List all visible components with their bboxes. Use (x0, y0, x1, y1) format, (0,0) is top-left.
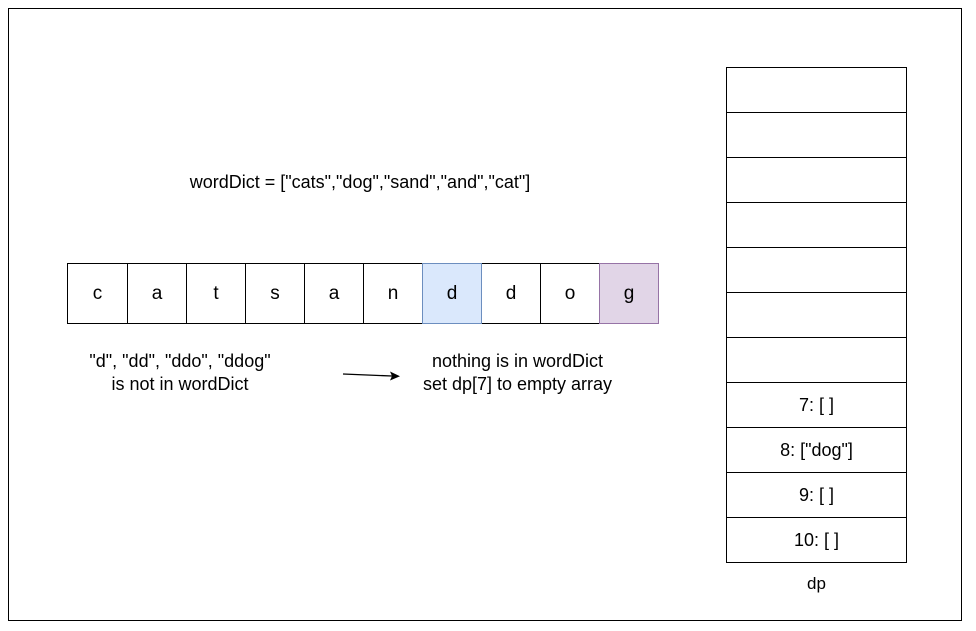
right-note-line-2: set dp[7] to empty array (422, 374, 613, 394)
diagram-frame (8, 8, 962, 621)
string-cell: o (540, 263, 600, 324)
string-cell: a (127, 263, 187, 324)
string-cell: g (599, 263, 659, 324)
string-cell: d (481, 263, 541, 324)
dp-row (726, 67, 907, 113)
dp-row: 8: ["dog"] (726, 427, 907, 473)
left-note-line-1: "d", "dd", "ddo", "ddog" (89, 351, 271, 371)
dp-row (726, 247, 907, 293)
dp-row: 9: [ ] (726, 472, 907, 518)
string-cell: a (304, 263, 364, 324)
dp-row (726, 292, 907, 338)
left-note: "d", "dd", "ddo", "ddog" is not in wordD… (50, 350, 310, 396)
arrow-right-icon (342, 371, 400, 381)
right-note: nothing is in wordDict set dp[7] to empt… (385, 350, 650, 396)
string-cell: s (245, 263, 305, 324)
string-cell: t (186, 263, 246, 324)
word-dict-label: wordDict = ["cats","dog","sand","and","c… (189, 172, 531, 192)
dp-row (726, 112, 907, 158)
dp-row (726, 337, 907, 383)
string-cell: c (67, 263, 128, 324)
dp-row (726, 202, 907, 248)
right-note-line-1: nothing is in wordDict (431, 351, 604, 371)
string-cell: d (422, 263, 482, 324)
dp-row: 10: [ ] (726, 517, 907, 563)
string-cell: n (363, 263, 423, 324)
left-note-line-2: is not in wordDict (111, 374, 249, 394)
dp-row: 7: [ ] (726, 382, 907, 428)
dp-label: dp (807, 574, 826, 593)
dp-table: 7: [ ]8: ["dog"]9: [ ]10: [ ] (726, 67, 907, 563)
dp-row (726, 157, 907, 203)
